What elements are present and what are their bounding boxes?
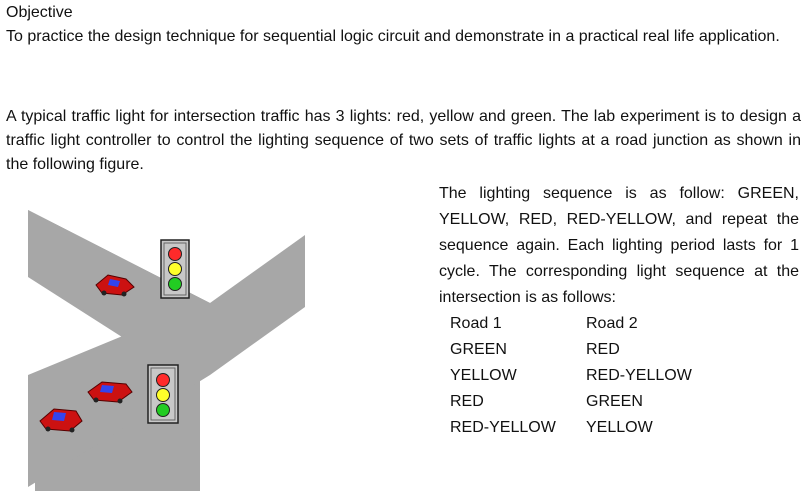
car-icon xyxy=(87,381,133,404)
road-junction xyxy=(28,210,305,487)
header-road-1: Road 1 xyxy=(450,315,502,332)
intro-paragraph: A typical traffic light for intersection… xyxy=(6,108,801,173)
objective-heading: Objective xyxy=(6,4,73,21)
car-icon xyxy=(39,408,83,433)
red-light xyxy=(156,373,170,387)
table-cell: RED-YELLOW xyxy=(586,367,692,384)
yellow-light xyxy=(168,262,182,276)
table-row: GREEN RED xyxy=(442,337,700,363)
table-cell: GREEN xyxy=(586,393,643,410)
light-sequence-table: Road 1 Road 2 GREEN RED YELLOW RED-YELLO… xyxy=(442,311,700,441)
table-cell: YELLOW xyxy=(586,419,653,436)
table-cell: RED-YELLOW xyxy=(450,419,556,436)
table-cell: RED xyxy=(586,341,620,358)
objective-text: To practice the design technique for seq… xyxy=(6,28,780,45)
table-row: RED-YELLOW YELLOW xyxy=(442,415,700,441)
red-light xyxy=(168,247,182,261)
table-cell: YELLOW xyxy=(450,367,517,384)
table-cell: RED xyxy=(450,393,484,410)
header-road-2: Road 2 xyxy=(586,315,638,332)
table-row: RED GREEN xyxy=(442,389,700,415)
table-cell: GREEN xyxy=(450,341,507,358)
sequence-paragraph: The lighting sequence is as follow: GREE… xyxy=(439,185,799,306)
intersection-figure xyxy=(28,200,305,491)
traffic-light-road-1 xyxy=(160,239,190,299)
table-row: YELLOW RED-YELLOW xyxy=(442,363,700,389)
traffic-light-road-2 xyxy=(147,364,179,424)
green-light xyxy=(156,403,170,417)
table-header-row: Road 1 Road 2 xyxy=(442,311,700,337)
car-icon xyxy=(95,274,135,297)
yellow-light xyxy=(156,388,170,402)
green-light xyxy=(168,277,182,291)
